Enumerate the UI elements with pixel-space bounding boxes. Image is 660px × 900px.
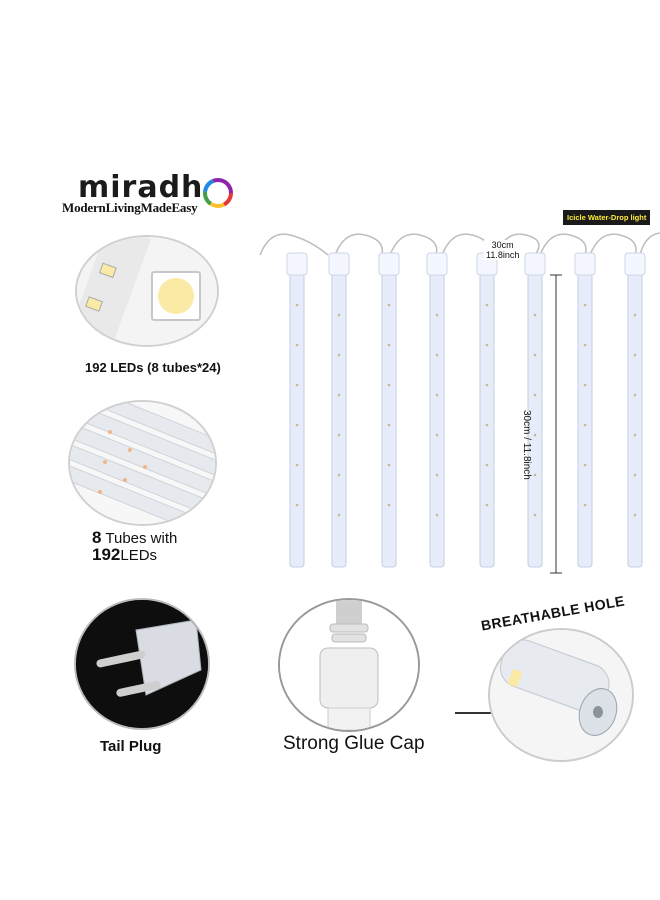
tubes-closeup-image [68,400,217,526]
glue-cap-image [278,598,420,732]
led-closeup-image [75,235,219,347]
brand-logo-icon [203,178,233,208]
tail-plug-caption: Tail Plug [100,738,162,755]
brand-name: miradh [78,170,204,205]
product-badge: Icicle Water-Drop light [563,210,651,225]
icicle-tubes-image [259,232,660,574]
tail-plug-image [74,598,210,730]
pointer-line [455,712,495,714]
leds-caption: 192 LEDs (8 tubes*24) [85,360,221,375]
brand-tagline: ModernLivingMadeEasy [62,200,198,215]
height-dimension-label: 30cm / 11.8inch [521,410,532,480]
breathable-hole-image [488,628,634,762]
width-dimension-label: 30cm 11.8inch [484,240,522,260]
glue-cap-caption: Strong Glue Cap [283,733,425,754]
tubes-caption-line1: 8 Tubes with [92,528,178,547]
tubes-caption-line2: 192LEDs [92,545,158,564]
